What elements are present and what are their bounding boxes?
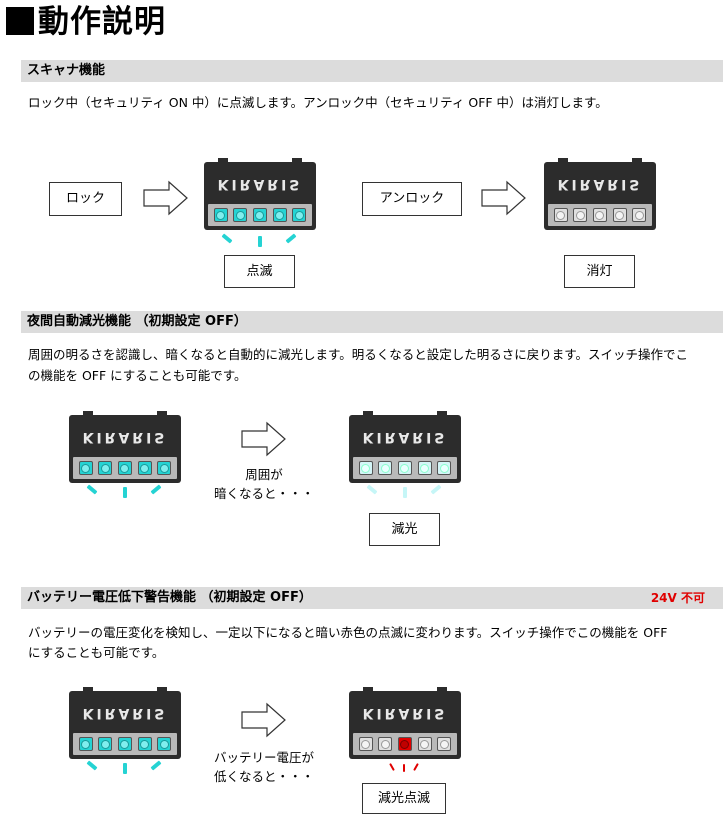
red-ray-icon bbox=[403, 764, 405, 772]
square-bullet-icon bbox=[6, 7, 34, 35]
light-ray-icon bbox=[285, 233, 297, 244]
section-heading-night: 夜間自動減光機能 （初期設定 OFF） bbox=[21, 311, 723, 333]
battery-description-line2: にすることも可能です。 bbox=[28, 645, 165, 660]
light-ray-icon bbox=[150, 760, 162, 771]
section-heading-battery: バッテリー電圧低下警告機能 （初期設定 OFF） 24V 不可 bbox=[21, 587, 723, 609]
light-ray-icon bbox=[430, 484, 442, 495]
red-ray-icon bbox=[413, 763, 419, 771]
light-ray-icon bbox=[366, 484, 378, 495]
night-description-line2: の機能を OFF にすることも可能です。 bbox=[28, 368, 247, 383]
battery-condition: バッテリー電圧が 低くなると・・・ bbox=[213, 750, 314, 784]
scanner-description: ロック中（セキュリティ ON 中）に点滅します。アンロック中（セキュリティ OF… bbox=[28, 95, 608, 110]
night-condition: 周囲が 暗くなると・・・ bbox=[214, 467, 315, 501]
night-description-line1: 周囲の明るさを認識し、暗くなると自動的に減光します。明るくなると設定した明るさに… bbox=[28, 347, 689, 362]
light-ray-icon bbox=[123, 763, 127, 774]
page-title: 動作説明 bbox=[6, 2, 166, 42]
light-ray-icon bbox=[86, 760, 98, 771]
light-ray-icon bbox=[221, 233, 233, 244]
light-ray-icon bbox=[403, 487, 407, 498]
device-battery-before: KIRARIS bbox=[69, 687, 181, 759]
lock-label: ロック bbox=[49, 182, 122, 216]
red-ray-icon bbox=[389, 763, 395, 771]
right-arrow-icon bbox=[481, 180, 526, 216]
device-lock: KIRARIS bbox=[204, 158, 316, 230]
light-ray-icon bbox=[123, 487, 127, 498]
blink-label: 点滅 bbox=[224, 255, 295, 288]
dim-label: 減光 bbox=[369, 513, 440, 546]
unlock-label: アンロック bbox=[362, 182, 462, 216]
light-ray-icon bbox=[258, 236, 262, 247]
device-night-before: KIRARIS bbox=[69, 411, 181, 483]
right-arrow-icon bbox=[143, 180, 188, 216]
light-ray-icon bbox=[86, 484, 98, 495]
device-unlock: KIRARIS bbox=[544, 158, 656, 230]
dim-blink-label: 減光点滅 bbox=[362, 783, 446, 814]
battery-description-line1: バッテリーの電圧変化を検知し、一定以下になると暗い赤色の点滅に変わります。スイッ… bbox=[28, 625, 668, 640]
section-heading-scanner: スキャナ機能 bbox=[21, 60, 723, 82]
warning-badge: 24V 不可 bbox=[650, 591, 705, 605]
off-label: 消灯 bbox=[564, 255, 635, 288]
right-arrow-icon bbox=[241, 421, 286, 457]
light-ray-icon bbox=[150, 484, 162, 495]
device-night-after: KIRARIS bbox=[349, 411, 461, 483]
right-arrow-icon bbox=[241, 702, 286, 738]
device-battery-after: KIRARIS bbox=[349, 687, 461, 759]
